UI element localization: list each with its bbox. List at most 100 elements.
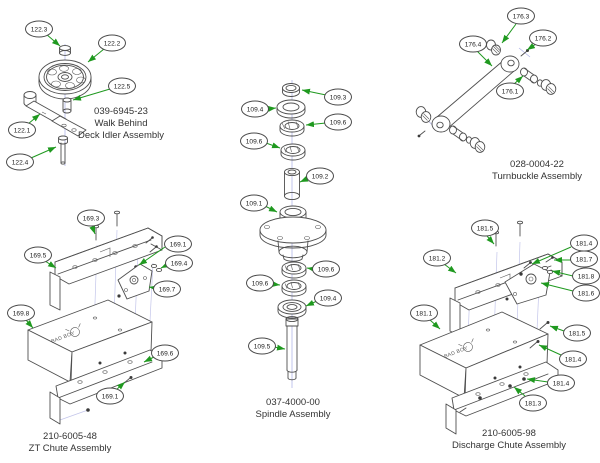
bearing-cone-part [280, 143, 306, 161]
callout-label: 169.5 [30, 252, 47, 259]
spindle-caption-line: Spindle Assembly [256, 409, 331, 420]
callout-label: 169.7 [159, 286, 176, 293]
callout-169-1: 169.1 [138, 235, 192, 266]
callout-181-1: 181.1 [410, 304, 441, 330]
callout-181-5: 181.5 [471, 219, 499, 245]
callout-label: 181.4 [576, 240, 593, 247]
turnbuckle-caption-line: Turnbuckle Assembly [492, 171, 582, 182]
callout-label: 181.4 [553, 380, 570, 387]
callout-label: 109.4 [247, 106, 264, 113]
pulley-part [38, 59, 92, 100]
idler-arm-part [23, 91, 87, 137]
callout-169-3: 169.3 [77, 209, 105, 235]
callout-label: 169.1 [102, 393, 119, 400]
callout-181-5: 181.5 [549, 324, 591, 342]
callout-181-4: 181.4 [526, 374, 575, 392]
callout-122-4: 122.4 [6, 146, 57, 171]
callout-label: 176.2 [535, 35, 552, 42]
callout-label: 181.3 [525, 400, 542, 407]
callout-176-1: 176.1 [496, 75, 524, 100]
deck-idler-caption-line: Walk Behind [95, 118, 148, 129]
callout-169-5: 169.5 [24, 246, 57, 269]
discharge-chute-assembly: BAD BOY 181.5 181.4 [410, 219, 600, 451]
callout-label: 181.4 [565, 356, 582, 363]
fastener-part [134, 236, 163, 273]
callout-122-3: 122.3 [25, 20, 61, 47]
callout-181-3: 181.3 [513, 386, 547, 412]
callout-109-6: 109.6 [246, 274, 281, 292]
callout-label: 176.4 [465, 41, 482, 48]
lower-mount-bracket-part [445, 361, 559, 435]
callout-label: 109.6 [252, 280, 269, 287]
callout-176-3: 176.3 [501, 7, 535, 44]
callout-109-6: 109.6 [240, 132, 281, 150]
deck-idler-part-number: 039-6945-23 [94, 106, 148, 117]
callout-label: 176.1 [502, 88, 519, 95]
bearing-part [281, 261, 307, 279]
zt-chute-assembly: BAD BOY 169.3 169.5 169.1 [7, 209, 193, 454]
callout-109-6: 109.6 [305, 113, 352, 131]
callout-label: 122.2 [104, 40, 121, 47]
callout-109-5: 109.5 [248, 337, 286, 355]
callout-176-4: 176.4 [459, 35, 493, 67]
zt-chute-caption-line: ZT Chute Assembly [29, 443, 112, 454]
callout-label: 109.4 [320, 295, 337, 302]
deck-idler-caption-line: Deck Idler Assembly [78, 130, 164, 141]
callout-label: 169.4 [171, 260, 188, 267]
bushing-part [486, 39, 501, 56]
callout-label: 122.4 [12, 159, 29, 166]
callout-122-5: 122.5 [72, 77, 136, 101]
deck-idler-assembly: 122.3 122.2 122.5 122.1 122.4 039-6945-2… [6, 20, 164, 171]
zt-chute-part-number: 210-6005-48 [43, 431, 97, 442]
callout-181-7: 181.7 [554, 250, 598, 268]
bearing-part [281, 279, 307, 297]
fastener-part [523, 256, 554, 275]
callout-169-7: 169.7 [148, 280, 181, 298]
callout-label: 109.3 [330, 94, 347, 101]
callout-label: 181.6 [578, 290, 595, 297]
callout-label: 109.2 [312, 173, 329, 180]
spindle-housing-part [259, 205, 327, 262]
callout-122-1: 122.1 [8, 113, 41, 139]
callout-label: 181.7 [576, 256, 593, 263]
callout-181-4: 181.4 [531, 234, 598, 265]
callout-109-3: 109.3 [301, 88, 352, 106]
callout-169-1: 169.1 [96, 381, 126, 405]
callout-label: 181.2 [429, 255, 446, 262]
callout-label: 109.1 [246, 200, 263, 207]
callout-label: 122.5 [114, 83, 131, 90]
bearing-race-part [279, 119, 305, 137]
callout-label: 109.6 [330, 119, 347, 126]
bushing-part [415, 106, 432, 138]
callout-181-4: 181.4 [538, 344, 587, 368]
discharge-chute-caption-line: Discharge Chute Assembly [452, 440, 566, 451]
seal-part [277, 299, 307, 319]
callout-109-1: 109.1 [240, 194, 278, 213]
callout-label: 181.8 [578, 273, 595, 280]
callout-169-8: 169.8 [7, 304, 35, 329]
spacer-tube-part [284, 167, 300, 201]
callout-label: 122.3 [31, 26, 48, 33]
nut-part [59, 45, 71, 56]
callout-109-4: 109.4 [305, 289, 342, 307]
callout-109-4: 109.4 [241, 100, 277, 118]
bearing-part [276, 99, 306, 119]
callout-label: 181.5 [477, 225, 494, 232]
callout-label: 176.3 [513, 13, 530, 20]
callout-label: 109.6 [318, 266, 335, 273]
callout-label: 169.8 [13, 310, 30, 317]
spacer-part [62, 97, 72, 114]
callout-169-4: 169.4 [160, 254, 193, 272]
callout-109-6: 109.6 [306, 260, 340, 278]
callout-label: 169.3 [83, 215, 100, 222]
spindle-shaft-part [285, 315, 299, 381]
callout-label: 169.1 [170, 241, 187, 248]
callout-label: 181.1 [416, 310, 433, 317]
seal-cap-part [282, 83, 300, 97]
turnbuckle-assembly: 176.3 176.2 176.4 176.1 028-0004-22 Turn… [415, 7, 582, 182]
pivot-tube-part [520, 67, 557, 95]
spindle-assembly: 109.3 109.4 109.6 109.6 109.2 109.1 [240, 80, 352, 420]
callout-label: 169.6 [157, 350, 174, 357]
